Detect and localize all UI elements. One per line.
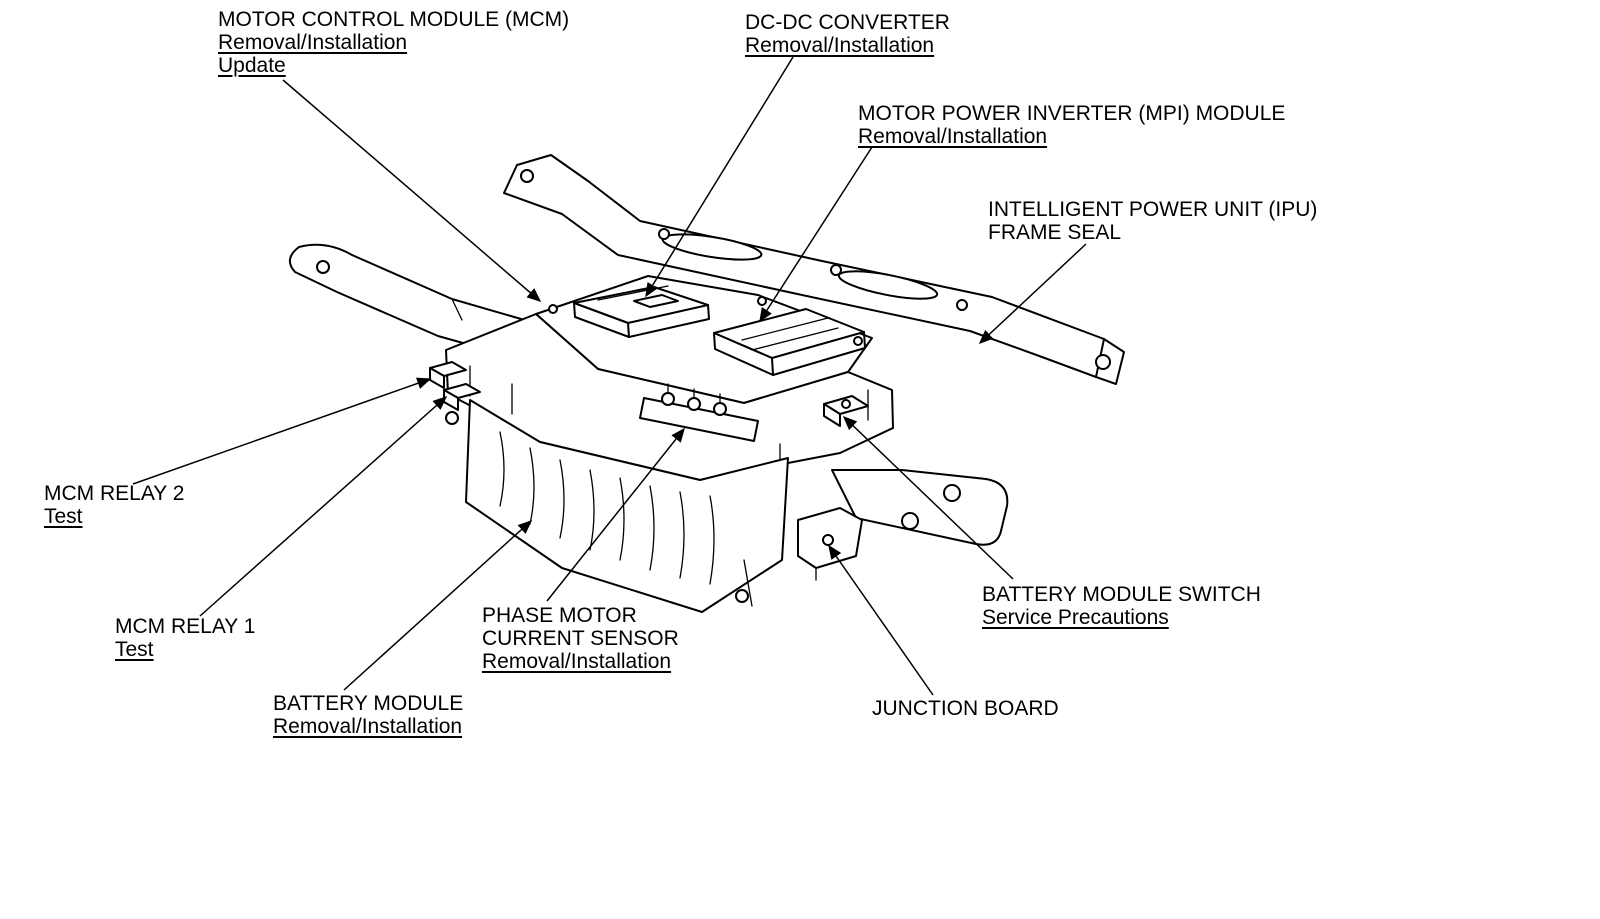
junction-board-shape [797, 507, 863, 581]
lower-right-bracket [831, 469, 1009, 546]
leader-lines [132, 56, 1087, 696]
callout-battery-module-switch-title: BATTERY MODULE SWITCH [982, 583, 1261, 606]
callout-phase-title-line1: PHASE MOTOR [482, 604, 637, 627]
callout-mpi-title: MOTOR POWER INVERTER (MPI) MODULE [858, 102, 1286, 125]
leader-mpi [759, 146, 873, 323]
battery-module-switch-shape [823, 395, 869, 427]
link-mpi-removal-installation[interactable]: Removal/Installation [858, 125, 1048, 148]
callout-mcm-relay-1: MCM RELAY 1 Test [115, 615, 255, 661]
callout-battery-module-switch: BATTERY MODULE SWITCH Service Precaution… [982, 583, 1261, 629]
leader-battery-module [343, 519, 533, 691]
phase-current-sensor-shape [639, 383, 759, 442]
link-battery-module-removal-installation[interactable]: Removal/Installation [273, 715, 463, 738]
callout-phase-title-line2: CURRENT SENSOR [482, 627, 679, 650]
callout-battery-module-title: BATTERY MODULE [273, 692, 464, 715]
leader-mcm [282, 79, 542, 302]
mcm-relays-shape [429, 361, 481, 425]
link-mcm-removal-installation[interactable]: Removal/Installation [218, 31, 408, 54]
callout-mcm-title: MOTOR CONTROL MODULE (MCM) [218, 8, 570, 31]
callout-phase-motor-current-sensor: PHASE MOTOR CURRENT SENSOR Removal/Insta… [482, 604, 679, 673]
callout-dcdc-title: DC-DC CONVERTER [745, 11, 950, 34]
callout-ipu-title-line1: INTELLIGENT POWER UNIT (IPU) [988, 198, 1318, 221]
callout-battery-module: BATTERY MODULE Removal/Installation [273, 692, 463, 738]
link-mcm-update[interactable]: Update [218, 54, 286, 77]
link-phase-removal-installation[interactable]: Removal/Installation [482, 650, 672, 673]
leader-phase-current-sensor [546, 427, 685, 602]
callout-mcm: MOTOR CONTROL MODULE (MCM) Removal/Insta… [218, 8, 569, 77]
link-dcdc-removal-installation[interactable]: Removal/Installation [745, 34, 935, 57]
callout-junction-board-title: JUNCTION BOARD [872, 697, 1059, 720]
rear-frame-rail [503, 154, 1125, 385]
callout-dcdc-converter: DC-DC CONVERTER Removal/Installation [745, 11, 950, 57]
assembly-drawing [288, 154, 1125, 613]
callout-mcm-relay-2: MCM RELAY 2 Test [44, 482, 184, 528]
callout-mcm-relay-1-title: MCM RELAY 1 [115, 615, 256, 638]
callout-ipu-title-line2: FRAME SEAL [988, 221, 1122, 244]
callout-mpi-module: MOTOR POWER INVERTER (MPI) MODULE Remova… [858, 102, 1285, 148]
link-mcm-relay-2-test[interactable]: Test [44, 505, 83, 528]
mcm-module-shape [573, 285, 710, 338]
leader-mcm-relay-2 [132, 377, 432, 485]
callout-mcm-relay-2-title: MCM RELAY 2 [44, 482, 185, 505]
link-battery-module-switch-service-precautions[interactable]: Service Precautions [982, 606, 1169, 629]
link-mcm-relay-1-test[interactable]: Test [115, 638, 154, 661]
leader-dcdc [645, 56, 794, 298]
leader-battery-module-switch [842, 415, 1014, 580]
battery-module-shape [465, 399, 789, 613]
leader-junction-board [828, 544, 934, 696]
leader-mcm-relay-1 [199, 396, 448, 617]
mpi-module-shape [713, 308, 866, 376]
leader-ipu-frame-seal [978, 243, 1087, 345]
callout-ipu-frame-seal: INTELLIGENT POWER UNIT (IPU) FRAME SEAL [988, 198, 1317, 244]
callout-junction-board: JUNCTION BOARD [872, 697, 1059, 720]
